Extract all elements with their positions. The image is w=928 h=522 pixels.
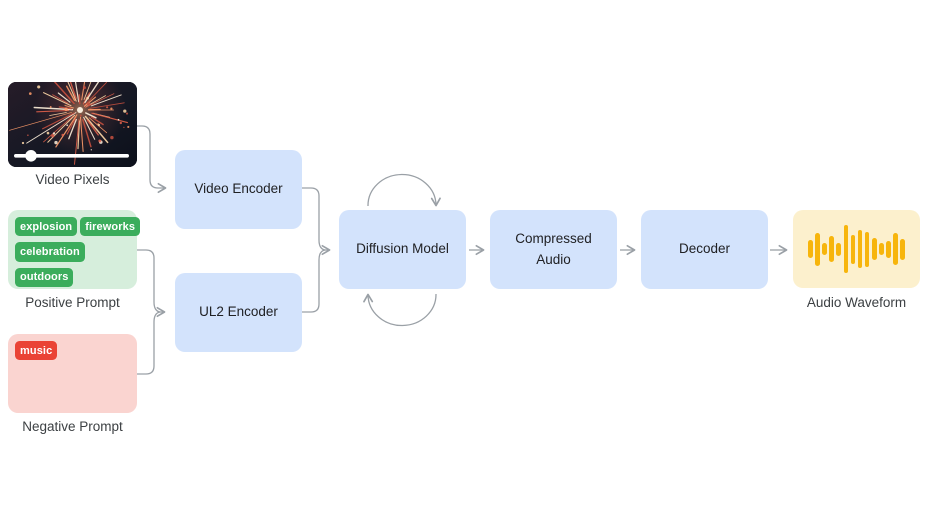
diffusion-loop-top-arrow: [367, 173, 441, 207]
video-encoder-node: Video Encoder: [175, 150, 302, 229]
decoder-label: Decoder: [678, 241, 731, 257]
positive-tag-row: celebration: [15, 242, 85, 262]
tag-outdoors: outdoors: [15, 267, 74, 287]
compressed-audio-node: Compressed Audio: [490, 210, 617, 289]
diffusion-model-label: Diffusion Model: [356, 241, 449, 257]
waveform-bar: [864, 231, 870, 267]
negative-prompt-label: Negative Prompt: [22, 419, 123, 434]
waveform-bar: [879, 243, 884, 255]
waveform-bar: [857, 230, 863, 268]
negative-tag-row: music: [15, 341, 58, 361]
wire-negative-to-merge: [137, 311, 161, 375]
diffusion-model-node: Diffusion Model: [339, 210, 466, 289]
waveform-bar: [822, 243, 827, 255]
tag-fireworks: fireworks: [80, 217, 141, 237]
wire-videoencoder-to-merge: [302, 187, 326, 251]
tag-celebration: celebration: [15, 242, 85, 262]
wire-ul2-to-merge: [302, 249, 326, 313]
waveform-bar: [893, 233, 898, 265]
waveform-bar: [808, 240, 813, 258]
tag-explosion: explosion: [15, 217, 78, 237]
waveform-bar: [900, 238, 905, 260]
wire-video-to-encoder: [137, 125, 167, 194]
firework-rays: [9, 82, 130, 165]
waveform-bar: [815, 232, 820, 266]
tag-music: music: [15, 341, 58, 361]
audio-waveform-box: [793, 210, 920, 288]
positive-tag-row: explosion fireworks: [15, 217, 141, 237]
wire-positive-to-merge: [137, 249, 161, 313]
video-scrubber-handle: [25, 150, 37, 162]
waveform-bar: [886, 240, 891, 258]
positive-prompt-label: Positive Prompt: [25, 295, 120, 310]
positive-prompt-panel: explosion fireworks celebration outdoors: [8, 210, 141, 289]
fireworks-image: [8, 82, 137, 167]
firework-core: [77, 107, 83, 113]
waveform-bar: [829, 236, 834, 262]
video-thumbnail: [8, 82, 137, 167]
video-encoder-label: Video Encoder: [194, 181, 283, 197]
video-pixels-label: Video Pixels: [35, 172, 110, 187]
video-progress-bar: [14, 154, 129, 158]
decoder-node: Decoder: [641, 210, 768, 289]
ul2-encoder-label: UL2 Encoder: [199, 304, 278, 320]
waveform-bar: [843, 225, 849, 273]
positive-tag-row: outdoors: [15, 267, 74, 287]
diffusion-loop-bottom-arrow: [363, 293, 437, 327]
ul2-encoder-node: UL2 Encoder: [175, 273, 302, 352]
compressed-audio-label: Compressed Audio: [515, 231, 592, 267]
audio-waveform-label: Audio Waveform: [806, 295, 907, 310]
waveform-bar: [836, 242, 842, 256]
waveform-bar: [871, 238, 877, 260]
waveform-bar: [850, 234, 856, 264]
negative-prompt-panel: music: [8, 334, 137, 413]
